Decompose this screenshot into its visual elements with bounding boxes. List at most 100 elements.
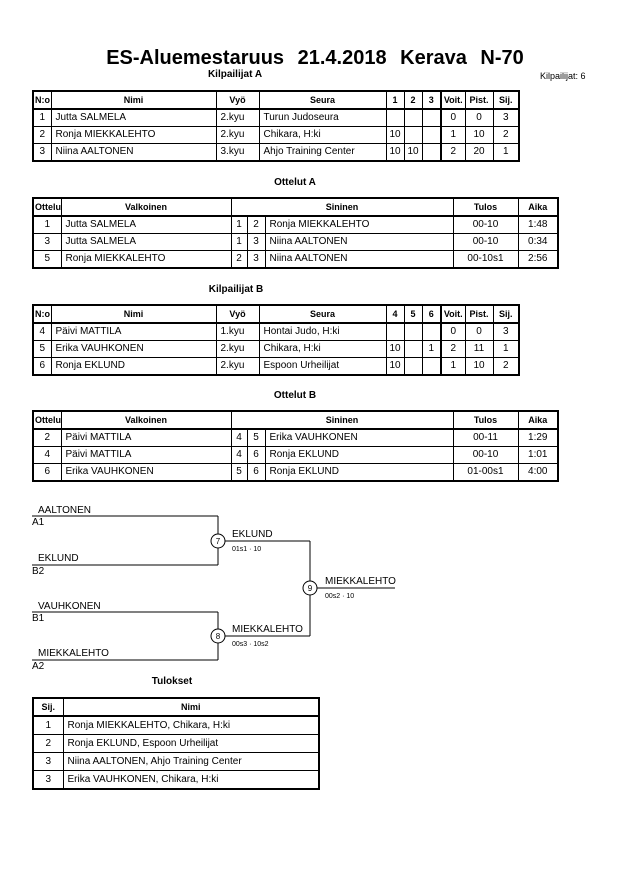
- competitor-belt: 1.kyu: [215, 322, 260, 341]
- blue-number: 6: [246, 463, 266, 482]
- result-place: 2: [32, 734, 64, 753]
- match-number: 4: [32, 446, 62, 464]
- score-cell: [403, 126, 423, 144]
- points-cell: 10: [464, 126, 494, 144]
- competitor-number: 4: [32, 322, 52, 341]
- col-header-score-1: 1: [385, 90, 405, 110]
- points-cell: 20: [464, 143, 494, 162]
- match-time: 1:48: [517, 215, 559, 234]
- col-header-belt: Vyö: [215, 90, 260, 110]
- col-header-club: Seura: [258, 90, 387, 110]
- header-row: Sij. Nimi: [32, 697, 320, 717]
- blue-number: 3: [246, 250, 266, 269]
- wins-cell: 0: [440, 322, 466, 341]
- wins-cell: 1: [440, 357, 466, 376]
- score-cell: [421, 322, 442, 341]
- col-header-wins: Voit.: [440, 304, 466, 324]
- bracket-score: 00s3 · 10s2: [232, 641, 269, 648]
- col-header-points: Pist.: [464, 90, 494, 110]
- col-header-wins: Voit.: [440, 90, 466, 110]
- white-name: Ronja MIEKKALEHTO: [60, 250, 232, 269]
- bracket-score: 00s2 · 10: [325, 593, 354, 600]
- blue-name: Ronja EKLUND: [264, 463, 454, 482]
- bracket-winner-name: MIEKKALEHTO: [232, 624, 303, 635]
- score-cell: [421, 126, 442, 144]
- points-cell: 0: [464, 322, 494, 341]
- match-result: 01-00s1: [452, 463, 519, 482]
- match-number: 6: [32, 463, 62, 482]
- matches-a-table: Ottelu Valkoinen Sininen Tulos Aika 1 Ju…: [32, 197, 559, 269]
- bracket-seed: A1: [32, 517, 45, 528]
- place-cell: 2: [492, 126, 520, 144]
- match-number-label: 8: [216, 632, 221, 641]
- competitor-belt: 3.kyu: [215, 143, 260, 162]
- competitor-row: 1 Jutta SALMELA 2.kyu Turun Judoseura 0 …: [32, 108, 520, 127]
- competitor-club: Chikara, H:ki: [258, 340, 387, 358]
- score-cell: 10: [385, 340, 405, 358]
- col-header-no: N:o: [32, 304, 52, 324]
- bracket-entrant-name: MIEKKALEHTO: [38, 648, 109, 659]
- col-header-name: Nimi: [50, 304, 217, 324]
- white-name: Päivi MATTILA: [60, 428, 232, 447]
- score-cell: 10: [403, 143, 423, 162]
- result-name: Ronja MIEKKALEHTO, Chikara, H:ki: [62, 715, 320, 735]
- score-cell: [385, 108, 405, 127]
- result-place: 1: [32, 715, 64, 735]
- col-header-time: Aika: [517, 410, 559, 430]
- white-number: 1: [230, 215, 248, 234]
- points-cell: 11: [464, 340, 494, 358]
- match-time: 1:29: [517, 428, 559, 447]
- score-cell: [403, 357, 423, 376]
- col-header-score-3: 3: [421, 90, 442, 110]
- white-number: 4: [230, 446, 248, 464]
- match-circle: [210, 628, 226, 644]
- col-header-blue: Sininen: [230, 410, 454, 430]
- competitor-row: 4 Päivi MATTILA 1.kyu Hontai Judo, H:ki …: [32, 322, 520, 341]
- pool-a-table: N:o Nimi Vyö Seura 1 2 3 Voit. Pist. Sij…: [32, 90, 520, 162]
- white-name: Päivi MATTILA: [60, 446, 232, 464]
- competitor-count: Kilpailijat: 6: [540, 71, 586, 81]
- col-header-score-4: 4: [385, 304, 405, 324]
- bracket-entrant-name: AALTONEN: [38, 505, 91, 516]
- white-number: 1: [230, 233, 248, 251]
- score-cell: 10: [385, 126, 405, 144]
- competitor-name: Ronja MIEKKALEHTO: [50, 126, 217, 144]
- match-circle: [302, 580, 318, 596]
- col-header-score-2: 2: [403, 90, 423, 110]
- competitor-row: 5 Erika VAUHKONEN 2.kyu Chikara, H:ki 10…: [32, 340, 520, 358]
- place-cell: 1: [492, 143, 520, 162]
- match-result: 00-10: [452, 233, 519, 251]
- col-header-white: Valkoinen: [60, 197, 232, 217]
- col-header-belt: Vyö: [215, 304, 260, 324]
- blue-name: Erika VAUHKONEN: [264, 428, 454, 447]
- match-result: 00-10s1: [452, 250, 519, 269]
- result-name: Niina AALTONEN, Ahjo Training Center: [62, 752, 320, 771]
- wins-cell: 1: [440, 126, 466, 144]
- score-cell: 10: [385, 357, 405, 376]
- match-number: 5: [32, 250, 62, 269]
- competitor-name: Ronja EKLUND: [50, 357, 217, 376]
- col-header-match: Ottelu: [32, 197, 62, 217]
- col-header-no: N:o: [32, 90, 52, 110]
- competitor-number: 6: [32, 357, 52, 376]
- score-cell: 10: [385, 143, 405, 162]
- place-cell: 3: [492, 108, 520, 127]
- header-row: N:o Nimi Vyö Seura 1 2 3 Voit. Pist. Sij…: [32, 90, 520, 110]
- match-number-label: 9: [308, 584, 313, 593]
- competitor-row: 2 Ronja MIEKKALEHTO 2.kyu Chikara, H:ki …: [32, 126, 520, 144]
- white-number: 4: [230, 428, 248, 447]
- competitor-name: Päivi MATTILA: [50, 322, 217, 341]
- result-name: Erika VAUHKONEN, Chikara, H:ki: [62, 770, 320, 790]
- competitor-number: 3: [32, 143, 52, 162]
- competitor-number: 5: [32, 340, 52, 358]
- col-header-result: Tulos: [452, 197, 519, 217]
- col-header-result: Tulos: [452, 410, 519, 430]
- result-place: 3: [32, 770, 64, 790]
- competitor-belt: 2.kyu: [215, 108, 260, 127]
- blue-number: 3: [246, 233, 266, 251]
- match-time: 4:00: [517, 463, 559, 482]
- match-number: 1: [32, 215, 62, 234]
- pool-b-heading: Kilpailijat B: [208, 284, 264, 295]
- col-header-points: Pist.: [464, 304, 494, 324]
- result-row: 1 Ronja MIEKKALEHTO, Chikara, H:ki: [32, 715, 320, 735]
